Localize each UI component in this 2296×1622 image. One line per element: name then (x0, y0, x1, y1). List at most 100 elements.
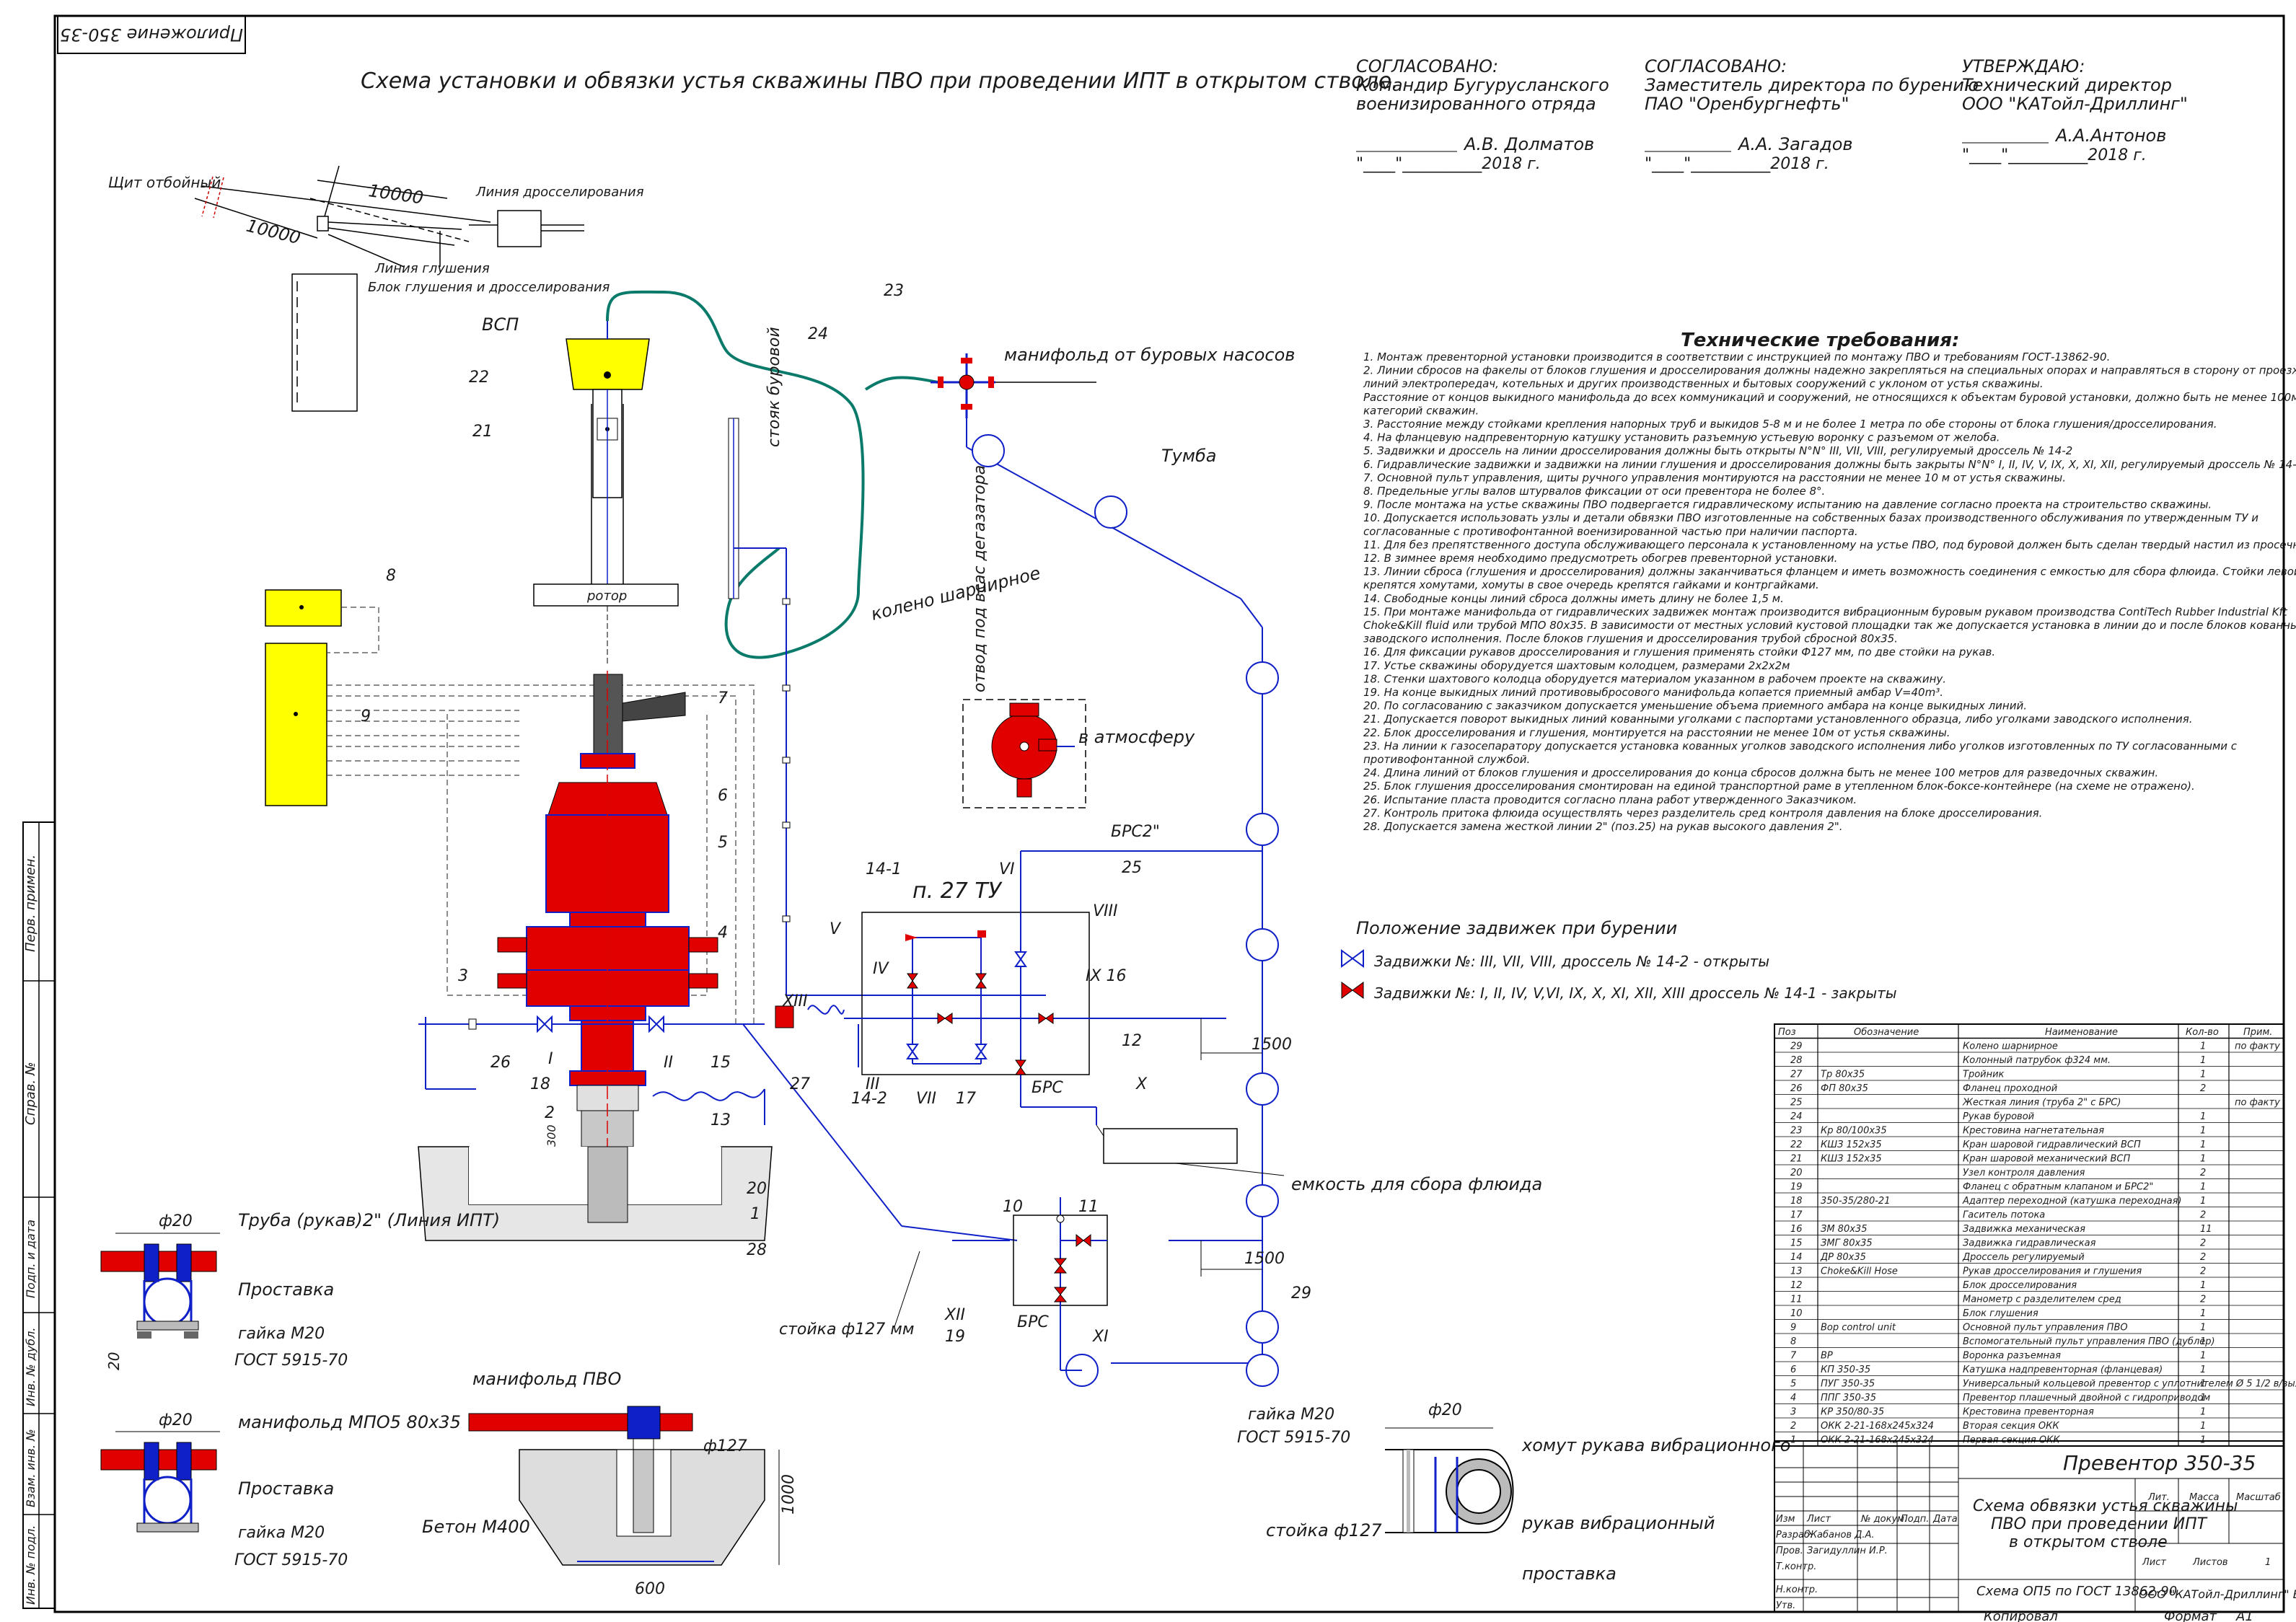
callout-label: VII (916, 1090, 936, 1108)
dim-1500-a: 1500 (1252, 1036, 1292, 1054)
degasser (962, 699, 1086, 808)
table-cell-name: Воронка разъемная (1963, 1351, 2061, 1362)
table-cell-desig: Choke&Kill Hose (1821, 1266, 1898, 1277)
table-cell-name: Рукав дросселирования и глушения (1963, 1266, 2142, 1277)
label-degasser: отвод под всас дегазатора (971, 465, 989, 692)
aux-control-panel (265, 589, 342, 627)
callout-label: 20 (747, 1180, 767, 1198)
callout-label: 2 (545, 1104, 555, 1122)
tech-line: 19. На конце выкидных линий противовыбро… (1363, 686, 1943, 699)
tech-line: 9. После монтажа на устье скважины ПВО п… (1363, 498, 2212, 511)
svg-text:Подп.: Подп. (1901, 1514, 1929, 1525)
table-cell-name: Кран шаровой гидравлический ВСП (1963, 1140, 2141, 1150)
table-cell-name: Дроссель регулируемый (1962, 1252, 2085, 1263)
tech-line: 10. Допускается использовать узлы и дета… (1363, 511, 2258, 524)
table-cell-pos: 6 (1790, 1365, 1796, 1375)
table-cell-desig: ПУГ 350-35 (1821, 1379, 1875, 1390)
tech-line: Расстояние от концов выкидного манифольд… (1363, 391, 2296, 404)
table-cell-desig: ППГ 350-35 (1821, 1393, 1876, 1403)
table-cell-desig: КШЗ 152х35 (1821, 1154, 1882, 1165)
label-tumba: Тумба (1161, 446, 1216, 466)
choke-block-internals (844, 937, 1226, 1125)
d1-phi20: ф20 (159, 1212, 193, 1230)
tech-line: 27. Контроль притока флюида осуществлять… (1363, 806, 2042, 819)
svg-text:Листов: Листов (2192, 1557, 2228, 1568)
table-cell-name: Вторая секция ОКК (1963, 1421, 2059, 1432)
table-cell-qty: 1 (2200, 1154, 2206, 1165)
tech-line: 12. В зимнее время необходимо предусмотр… (1363, 552, 1837, 565)
callout-label: III (866, 1075, 879, 1093)
table-cell-desig: ЗМ 80х35 (1821, 1224, 1867, 1235)
table-cell-desig: ВР (1821, 1351, 1833, 1362)
svg-text:Изм: Изм (1776, 1514, 1795, 1525)
tech-requirements: 1. Монтаж превенторной установки произво… (1363, 351, 2296, 833)
tech-line: заводского исполнения. После блоков глуш… (1363, 633, 1898, 645)
svg-text:№ докум.: № докум. (1860, 1514, 1907, 1525)
tech-line: 28. Допускается замена жесткой линии 2" … (1363, 820, 1843, 833)
table-cell-desig: КР 350/80-35 (1821, 1407, 1884, 1418)
callout-label: 4 (718, 924, 728, 942)
svg-text:ООО "КАТойл-Дриллинг": ООО "КАТойл-Дриллинг" (1962, 94, 2188, 114)
callout-label: XII (944, 1306, 965, 1324)
table-cell-qty: 1 (2200, 1280, 2206, 1291)
table-cell-pos: 18 (1790, 1196, 1803, 1207)
svg-text:УТВЕРЖДАЮ:: УТВЕРЖДАЮ: (1962, 56, 2085, 76)
main-control-panel (265, 643, 327, 806)
table-cell-name: Адаптер переходной (катушка переходная) (1962, 1196, 2181, 1207)
table-cell-qty: 1 (2200, 1393, 2206, 1403)
tech-line: 18. Стенки шахтового колодца оборудуется… (1363, 672, 1946, 685)
svg-text:Утв.: Утв. (1776, 1600, 1795, 1611)
svg-text:А.В. Долматов: А.В. Долматов (1463, 134, 1594, 154)
label-brs-choke: БРС (1032, 1079, 1063, 1097)
table-cell-qty: 1 (2200, 1055, 2206, 1066)
callout-label: 22 (469, 369, 489, 387)
callout-label: 14-2 (851, 1090, 887, 1108)
th-name: Наименование (2045, 1027, 2118, 1038)
format-label: Формат (2164, 1609, 2217, 1622)
svg-text:"____"__________2018 г.: "____"__________2018 г. (1356, 155, 1541, 173)
table-cell-pos: 28 (1790, 1055, 1803, 1066)
table-cell-pos: 25 (1790, 1098, 1803, 1108)
bop-valves (468, 1005, 845, 1033)
valve-closed-icon (1341, 982, 1364, 999)
svg-text:Т.контр.: Т.контр. (1776, 1561, 1816, 1572)
table-cell-name: Кран шаровой механический ВСП (1963, 1154, 2130, 1165)
callout-label: 12 (1122, 1032, 1142, 1050)
label-tank: емкость для сбора флюида (1291, 1174, 1542, 1194)
table-cell-name: Превентор плашечный двойной с гидроприво… (1963, 1393, 2210, 1403)
table-cell-qty: 2 (2200, 1295, 2206, 1305)
dim-300: 300 (545, 1124, 558, 1147)
table-cell-qty: 2 (2200, 1083, 2206, 1094)
table-cell-pos: 15 (1790, 1238, 1803, 1249)
th-note: Прим. (2243, 1027, 2272, 1038)
callout-label: 6 (718, 787, 728, 805)
label-stoyka: стойка ф127 мм (779, 1321, 914, 1339)
d3-dim1000: 1000 (780, 1474, 798, 1515)
table-cell-pos: 12 (1790, 1280, 1803, 1291)
d4-phi20: ф20 (1428, 1401, 1462, 1419)
label-rotor: ротор (586, 589, 627, 604)
tech-line: 22. Блок дросселирования и глушения, мон… (1363, 726, 1950, 739)
standpipe (728, 418, 791, 995)
valve-open-icon (1341, 949, 1364, 968)
table-cell-qty: 11 (2200, 1224, 2212, 1235)
table-cell-qty: 1 (2200, 1126, 2206, 1137)
drilling-hose (606, 290, 865, 659)
table-cell-name: Гаситель потока (1963, 1210, 2045, 1221)
table-cell-qty: 1 (2200, 1407, 2206, 1418)
label-block: Блок глушения и дросселирования (368, 280, 610, 295)
tech-line: 7. Основной пульт управления, щиты ручно… (1363, 471, 2066, 484)
svg-text:Дата: Дата (1932, 1514, 1958, 1525)
table-cell-name: Задвижка механическая (1963, 1224, 2085, 1235)
callout-label: 29 (1291, 1284, 1311, 1303)
d2-spacer: Проставка (238, 1478, 334, 1499)
table-cell-desig: КП 350-35 (1821, 1365, 1870, 1375)
callout-label: II (664, 1054, 673, 1072)
table-cell-name: Фланец проходной (1963, 1083, 2057, 1094)
label-p27: п. 27 ТУ (912, 878, 1003, 904)
company: ООО "КАТойл-Дриллинг" ББ КАТ-6 (2139, 1587, 2296, 1601)
table-cell-qty: 1 (2200, 1351, 2206, 1362)
table-cell-pos: 17 (1790, 1210, 1803, 1221)
table-cell-name: Вспомогательный пульт управления ПВО (ду… (1963, 1336, 2215, 1347)
